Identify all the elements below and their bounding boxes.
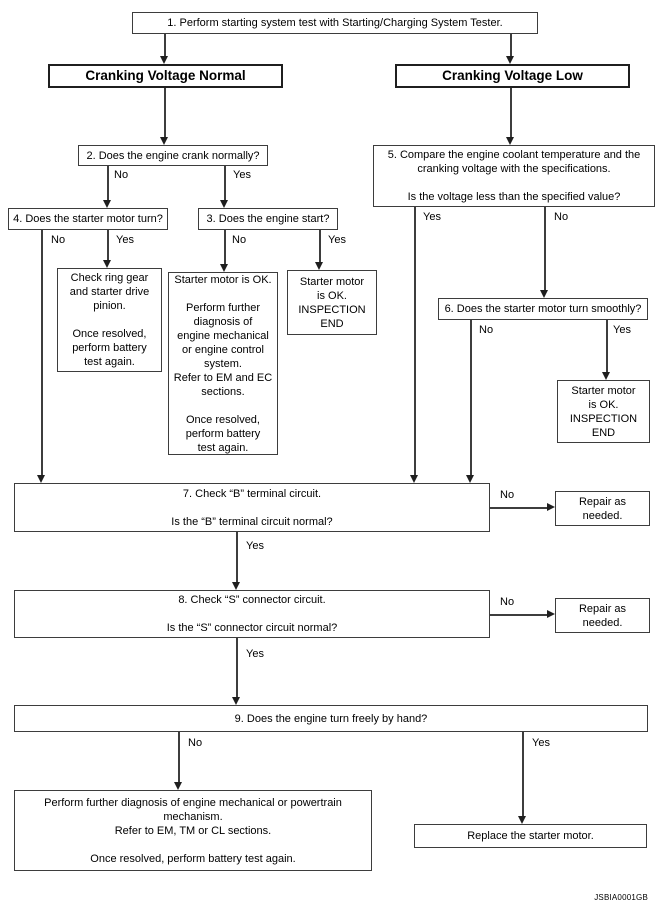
node-step4: 4. Does the starter motor turn? — [8, 208, 168, 230]
figure-code: JSBIA0001GB — [594, 893, 648, 902]
node-repair-as-needed-1: Repair as needed. — [555, 491, 650, 526]
connector-line — [544, 207, 546, 290]
arrow-down-icon — [220, 264, 228, 272]
node-starter-ok-diagnosis: Starter motor is OK. Perform further dia… — [168, 272, 278, 455]
arrow-right-icon — [547, 610, 555, 618]
arrow-down-icon — [160, 56, 168, 64]
node-check-ring-gear: Check ring gear and starter drive pinion… — [57, 268, 162, 372]
arrow-down-icon — [220, 200, 228, 208]
connector-line — [164, 88, 166, 137]
edge-label-step2-yes: Yes — [232, 169, 252, 181]
arrow-right-icon — [547, 503, 555, 511]
arrow-down-icon — [602, 372, 610, 380]
arrow-down-icon — [37, 475, 45, 483]
arrow-down-icon — [160, 137, 168, 145]
edge-label-step8-yes: Yes — [245, 648, 265, 660]
node-header-cranking-voltage-low: Cranking Voltage Low — [395, 64, 630, 88]
connector-line — [510, 34, 512, 56]
edge-label-step2-no: No — [113, 169, 130, 181]
edge-label-step3-no: No — [231, 234, 248, 246]
connector-line — [510, 88, 512, 137]
node-step1: 1. Perform starting system test with Sta… — [132, 12, 538, 34]
edge-label-step3-yes: Yes — [327, 234, 347, 246]
node-repair-as-needed-2: Repair as needed. — [555, 598, 650, 633]
edge-label-step6-no: No — [478, 324, 495, 336]
arrow-down-icon — [518, 816, 526, 824]
edge-label-step6-yes: Yes — [612, 324, 632, 336]
arrow-down-icon — [103, 260, 111, 268]
arrow-down-icon — [506, 56, 514, 64]
node-step5: 5. Compare the engine coolant temperatur… — [373, 145, 655, 207]
connector-line — [224, 166, 226, 200]
edge-label-step5-yes: Yes — [422, 211, 442, 223]
connector-line — [107, 230, 109, 260]
node-replace-starter-motor: Replace the starter motor. — [414, 824, 647, 848]
arrow-down-icon — [410, 475, 418, 483]
connector-line — [107, 166, 109, 200]
node-step9: 9. Does the engine turn freely by hand? — [14, 705, 648, 732]
connector-line — [41, 230, 43, 475]
connector-line — [606, 320, 608, 372]
node-inspection-end-1: Starter motor is OK. INSPECTION END — [287, 270, 377, 335]
node-step3: 3. Does the engine start? — [198, 208, 338, 230]
arrow-down-icon — [540, 290, 548, 298]
edge-label-step8-no: No — [499, 596, 516, 608]
arrow-down-icon — [103, 200, 111, 208]
edge-label-step4-yes: Yes — [115, 234, 135, 246]
connector-line — [490, 614, 547, 616]
edge-label-step5-no: No — [553, 211, 570, 223]
arrow-down-icon — [232, 697, 240, 705]
connector-line — [470, 320, 472, 475]
arrow-down-icon — [315, 262, 323, 270]
node-step2: 2. Does the engine crank normally? — [78, 145, 268, 166]
node-diagnosis-powertrain: Perform further diagnosis of engine mech… — [14, 790, 372, 871]
connector-line — [178, 732, 180, 782]
node-step6: 6. Does the starter motor turn smoothly? — [438, 298, 648, 320]
connector-line — [490, 507, 547, 509]
edge-label-step7-yes: Yes — [245, 540, 265, 552]
edge-label-step9-no: No — [187, 737, 204, 749]
edge-label-step9-yes: Yes — [531, 737, 551, 749]
edge-label-step7-no: No — [499, 489, 516, 501]
node-step8: 8. Check “S” connector circuit. Is the “… — [14, 590, 490, 638]
connector-line — [414, 207, 416, 475]
node-inspection-end-2: Starter motor is OK. INSPECTION END — [557, 380, 650, 443]
node-header-cranking-voltage-normal: Cranking Voltage Normal — [48, 64, 283, 88]
edge-label-step4-no: No — [50, 234, 67, 246]
connector-line — [522, 732, 524, 816]
arrow-down-icon — [174, 782, 182, 790]
connector-line — [319, 230, 321, 262]
arrow-down-icon — [466, 475, 474, 483]
connector-line — [236, 532, 238, 582]
connector-line — [164, 34, 166, 56]
arrow-down-icon — [506, 137, 514, 145]
connector-line — [224, 230, 226, 264]
connector-line — [236, 638, 238, 697]
arrow-down-icon — [232, 582, 240, 590]
node-step7: 7. Check “B” terminal circuit. Is the “B… — [14, 483, 490, 532]
